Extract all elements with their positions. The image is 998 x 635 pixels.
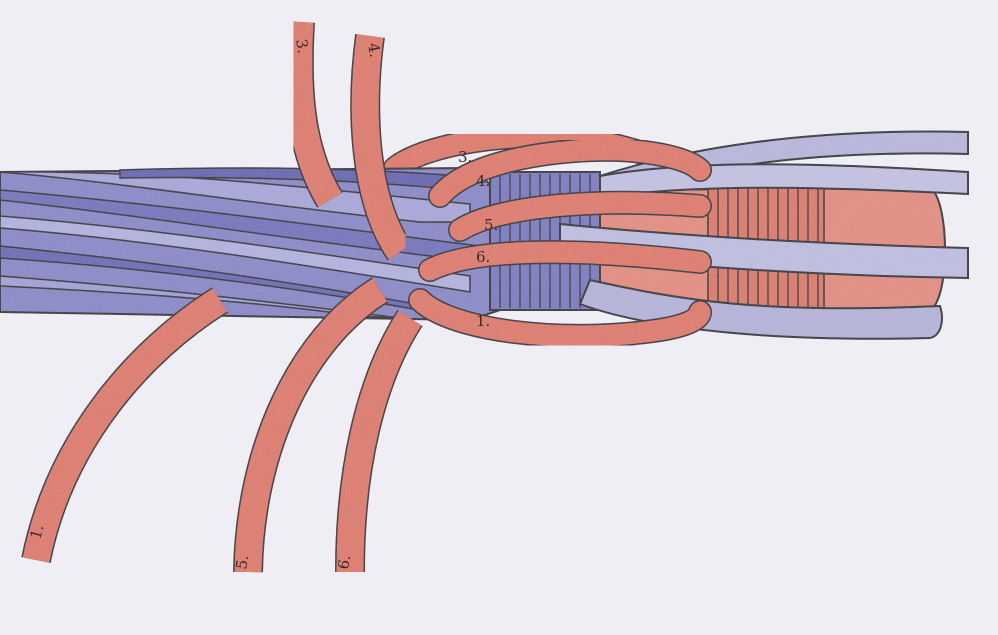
bottom-red-strands	[36, 290, 410, 572]
label-mid-4: 4.	[476, 172, 490, 190]
label-mid-1: 1.	[476, 312, 490, 330]
label-mid-6: 6.	[476, 248, 490, 266]
label-mid-3: 3.	[458, 148, 472, 166]
label-mid-5: 5.	[484, 216, 498, 234]
